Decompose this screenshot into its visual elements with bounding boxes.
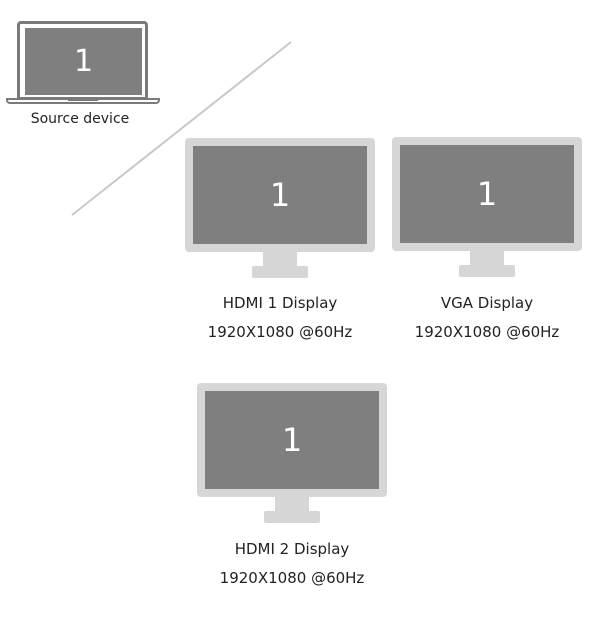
display-label-hdmi-1: HDMI 1 Display 1920X1080 @60Hz <box>180 289 380 347</box>
monitor-neck <box>275 497 309 513</box>
monitor-screen: 1 <box>400 145 574 243</box>
display-name: HDMI 2 Display <box>234 540 350 558</box>
display-label-hdmi-2: HDMI 2 Display 1920X1080 @60Hz <box>192 535 392 593</box>
laptop-notch <box>68 98 98 101</box>
monitor-base <box>264 511 320 523</box>
monitor-base <box>459 265 515 277</box>
display-resolution: 1920X1080 @60Hz <box>207 323 353 341</box>
monitor-screen: 1 <box>205 391 379 489</box>
display-name: HDMI 1 Display <box>222 294 338 312</box>
display-label-vga: VGA Display 1920X1080 @60Hz <box>387 289 587 347</box>
laptop-screen: 1 <box>25 28 142 95</box>
monitor-base <box>252 266 308 278</box>
monitor-neck <box>263 252 297 268</box>
monitor-screen-number: 1 <box>269 176 291 214</box>
monitor-screen-number: 1 <box>281 421 303 459</box>
source-screen-number: 1 <box>73 44 94 79</box>
display-name: VGA Display <box>440 294 534 312</box>
source-device-label: Source device <box>30 111 130 127</box>
display-resolution: 1920X1080 @60Hz <box>414 323 560 341</box>
monitor-neck <box>470 251 504 267</box>
monitor-screen: 1 <box>193 146 367 244</box>
monitor-screen-number: 1 <box>476 175 498 213</box>
display-resolution: 1920X1080 @60Hz <box>219 569 365 587</box>
